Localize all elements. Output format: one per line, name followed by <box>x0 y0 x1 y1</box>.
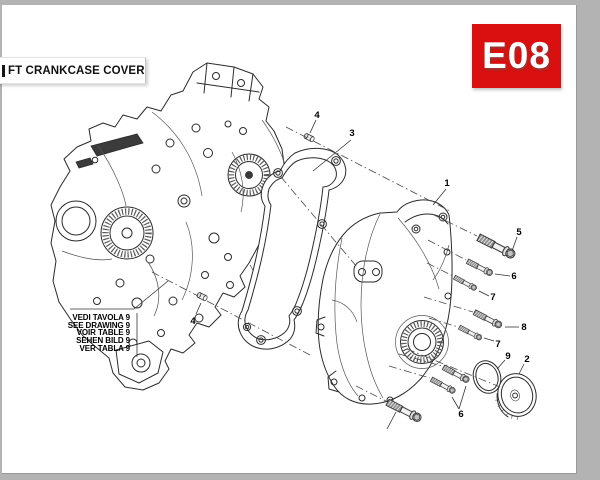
bolt-6-lower-b <box>429 375 457 395</box>
table-code-badge: E08 <box>472 24 561 88</box>
reference-note-line-de: SEHEN BILD 9 <box>76 336 130 346</box>
callout-numbers: 1 3 4 4 5 6 7 8 7 9 2 6 <box>190 110 529 420</box>
callout-5: 5 <box>516 227 522 238</box>
cover-opening <box>395 315 449 369</box>
table-code-text: E08 <box>482 35 551 76</box>
page-title: FT CRANKCASE COVER <box>8 64 145 77</box>
gasket-bolt-holes <box>242 156 341 345</box>
bolt-6-upper <box>465 257 495 278</box>
clipped-letter-fragment <box>2 64 5 77</box>
callout-7-lower: 7 <box>495 339 500 350</box>
bolt-long-bottom <box>384 397 424 424</box>
bearing-bore-left <box>100 206 154 260</box>
axis-lines <box>151 126 501 402</box>
reference-note-line-es: VER TABLA 9 <box>79 343 131 353</box>
callout-4-lower: 4 <box>190 316 196 327</box>
callout-4-upper: 4 <box>314 110 320 121</box>
hatched-slot <box>90 133 144 157</box>
callout-7-upper: 7 <box>490 292 495 303</box>
bolt-7-lower <box>457 324 484 342</box>
cap-illustration <box>495 373 537 420</box>
callout-1: 1 <box>444 178 450 189</box>
callout-2: 2 <box>524 354 529 365</box>
bolt-6-lower-a <box>441 363 471 385</box>
bolt-7-upper <box>452 274 478 292</box>
callout-3: 3 <box>349 128 354 139</box>
callout-8: 8 <box>521 322 526 333</box>
callout-6-lower: 6 <box>458 409 463 420</box>
reference-note-line-en: SEE DRAWING 9 <box>67 320 130 330</box>
cover-ribs <box>331 213 450 399</box>
reference-note-line-it: VEDI TAVOLA 9 <box>72 313 130 322</box>
bearing-bore-right <box>227 153 271 197</box>
crankcase-illustration <box>50 62 292 391</box>
note-bracket <box>70 280 169 357</box>
dowel-pin-upper <box>302 132 316 143</box>
bolt-5 <box>475 232 518 261</box>
callout-6-right: 6 <box>511 271 516 282</box>
callout-9: 9 <box>505 351 510 362</box>
bolt-8 <box>472 308 504 330</box>
reference-note: VEDI TAVOLA 9 SEE DRAWING 9 VOIR TABLE 9… <box>36 314 130 353</box>
callout-leader-lines <box>195 119 525 430</box>
reference-note-line-fr: VOIR TABLE 9 <box>76 328 130 338</box>
o-ring-illustration <box>472 360 502 394</box>
gasket-illustration <box>237 147 347 350</box>
drawing-title-box: FT CRANKCASE COVER <box>0 57 146 84</box>
cover-illustration <box>315 199 453 405</box>
